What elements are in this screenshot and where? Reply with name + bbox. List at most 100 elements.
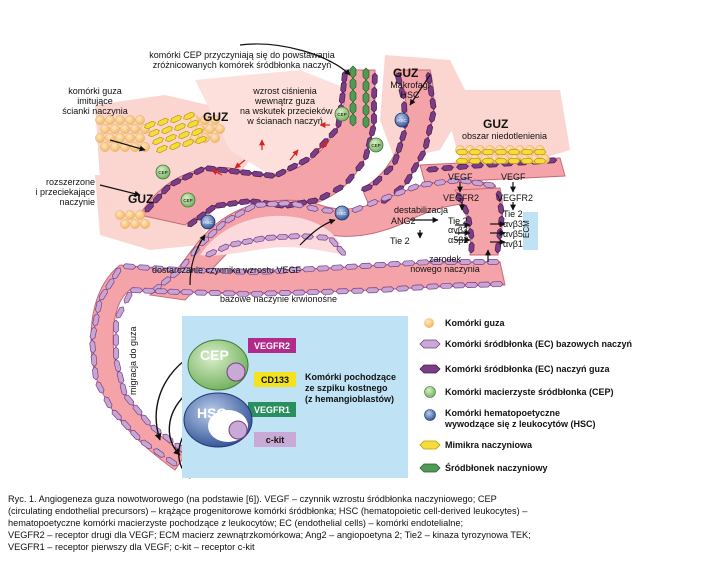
base-endothelial-cell xyxy=(320,288,335,295)
base-endothelial-cell xyxy=(113,319,119,334)
base-endothelial-cell xyxy=(246,268,261,275)
mimicry-cell xyxy=(455,149,469,155)
vegf-delivery-label: dostarczanie czynnika wzrostu VEGF xyxy=(152,265,302,275)
base-endothelial-cell xyxy=(330,264,345,271)
ckit-receptor xyxy=(254,432,296,447)
marrow-label-3: (z hemangioblastów) xyxy=(305,394,395,404)
vascular-endothelium-cell xyxy=(349,77,357,91)
mimicry-cell xyxy=(156,144,168,154)
base-endothelial-cell xyxy=(335,288,350,295)
base-endothelial-cell xyxy=(136,264,151,271)
base-endothelial-cell xyxy=(260,268,274,275)
pressure-arrows xyxy=(211,122,330,176)
macrophages-label-1: Makrofagi xyxy=(390,80,430,90)
base-endothelial-cell xyxy=(336,245,346,256)
base-endothelial-cell xyxy=(222,290,236,297)
base-endothelial-cell xyxy=(153,448,165,458)
tumor-endothelial-cell xyxy=(372,176,383,186)
svg-text:CEP: CEP xyxy=(183,198,192,203)
base-endothelial-cell xyxy=(321,207,334,214)
tumor-cell xyxy=(200,115,210,125)
tumor-cell xyxy=(125,115,135,125)
base-endothelial-cell xyxy=(393,188,407,197)
base-endothelial-cell xyxy=(122,263,137,270)
vascular-endothelium-cell xyxy=(362,103,370,117)
mimicry-cell xyxy=(533,149,547,155)
base-endothelial-cell xyxy=(165,266,180,273)
vegfr2-receptor xyxy=(248,338,296,353)
legend-item-tumor-ec: Komórki śródbłonka (EC) naczyń guza xyxy=(445,364,610,374)
base-vessel-label: bazowe naczynie krwionośne xyxy=(220,294,338,304)
tumor-mimic-label-1: komórki guza xyxy=(68,86,122,96)
tumor-cell xyxy=(130,219,140,229)
base-endothelial-cell xyxy=(250,290,264,297)
tumor-endothelial-cell xyxy=(398,86,406,100)
base-endothelial-cell xyxy=(302,266,316,273)
svg-text:HSC: HSC xyxy=(397,118,407,123)
mimicry-cell xyxy=(494,149,508,155)
cep-contribute-label-2: zróżnicowanych komórek śródbłonka naczyń xyxy=(152,60,332,70)
tumor-label-right: GUZ xyxy=(483,117,509,131)
tumor-endothelial-cell xyxy=(169,178,182,187)
tumor-endothelial-cell xyxy=(429,97,437,111)
mimicry-cell xyxy=(481,149,495,155)
mimicry-cell xyxy=(455,158,469,164)
tumor-endothelial-cell xyxy=(497,202,505,215)
vegfr2-label-b: VEGFR2 xyxy=(497,193,534,203)
base-endothelial-cell xyxy=(472,259,486,265)
tumor-cell xyxy=(110,124,120,134)
tumor-endothelial-cell xyxy=(468,241,475,254)
migration-label: migracja do guza xyxy=(128,326,138,395)
tie2-label-c: Tie 2 xyxy=(390,236,410,246)
tumor-cell xyxy=(95,115,105,125)
base-endothelial-cell xyxy=(446,177,460,185)
tumor-endothelial-cell xyxy=(417,150,426,162)
base-endothelial-cell xyxy=(482,181,496,189)
tumor-cell xyxy=(115,210,125,220)
base-endothelial-cell xyxy=(316,234,329,241)
tumor-endothelial-cell xyxy=(319,191,331,201)
vascular-endothelium-icon xyxy=(419,463,441,473)
tumor-cell xyxy=(105,115,115,125)
tumor-endothelial-cell xyxy=(328,128,338,138)
tumor-cell xyxy=(125,133,135,143)
tumor-endothelial-cell xyxy=(383,165,394,175)
base-endothelial-cell xyxy=(306,289,320,296)
base-endothelial-cell xyxy=(380,286,395,293)
hsc-cell: HSC xyxy=(394,112,410,128)
base-endothelial-cell xyxy=(316,265,330,272)
tumor-cell xyxy=(110,142,120,152)
tumor-endothelial-cell xyxy=(345,173,355,184)
tumor-endothelial-cell xyxy=(441,164,454,172)
tumor-cell xyxy=(115,115,125,125)
cep-icon xyxy=(424,386,436,398)
circulating-cells: CEP CEP CEP CEP HSC HSC HSC xyxy=(155,106,410,230)
legend-icons xyxy=(419,318,441,473)
base-endothelial-cell xyxy=(288,266,302,274)
base-endothelial-cell xyxy=(165,456,178,467)
svg-text:CEP: CEP xyxy=(337,112,346,117)
mimicry-cell xyxy=(195,135,207,145)
base-endothelial-cell xyxy=(140,439,153,450)
base-endothelial-cell xyxy=(415,259,430,266)
destabilization-label: destabilizacja xyxy=(394,205,449,215)
vascular-endothelium-cell xyxy=(362,115,370,129)
base-endothelial-cell xyxy=(217,243,230,252)
base-endothelial-cell xyxy=(439,282,454,289)
base-endothelial-cell xyxy=(344,263,359,270)
mimicry-cell xyxy=(183,111,195,121)
tumor-cell xyxy=(100,124,110,134)
tumor-label-top: GUZ xyxy=(393,66,419,80)
hypoxic-label: obszar niedotlenienia xyxy=(462,131,548,141)
base-endothelial-cell xyxy=(366,199,379,207)
ckit-box-label: c-kit xyxy=(265,435,285,445)
tumor-endothelial-cell xyxy=(495,190,503,203)
a5b2-label: α5β2 xyxy=(448,235,469,245)
marrow-label-2: ze szpiku kostnego xyxy=(305,383,388,393)
base-endothelial-cell xyxy=(276,233,289,241)
base-endothelial-cell xyxy=(430,259,444,265)
vegfr1-receptor xyxy=(248,402,296,417)
base-endothelial-cell xyxy=(208,290,222,296)
tumor-endothelial-cell xyxy=(286,162,299,172)
